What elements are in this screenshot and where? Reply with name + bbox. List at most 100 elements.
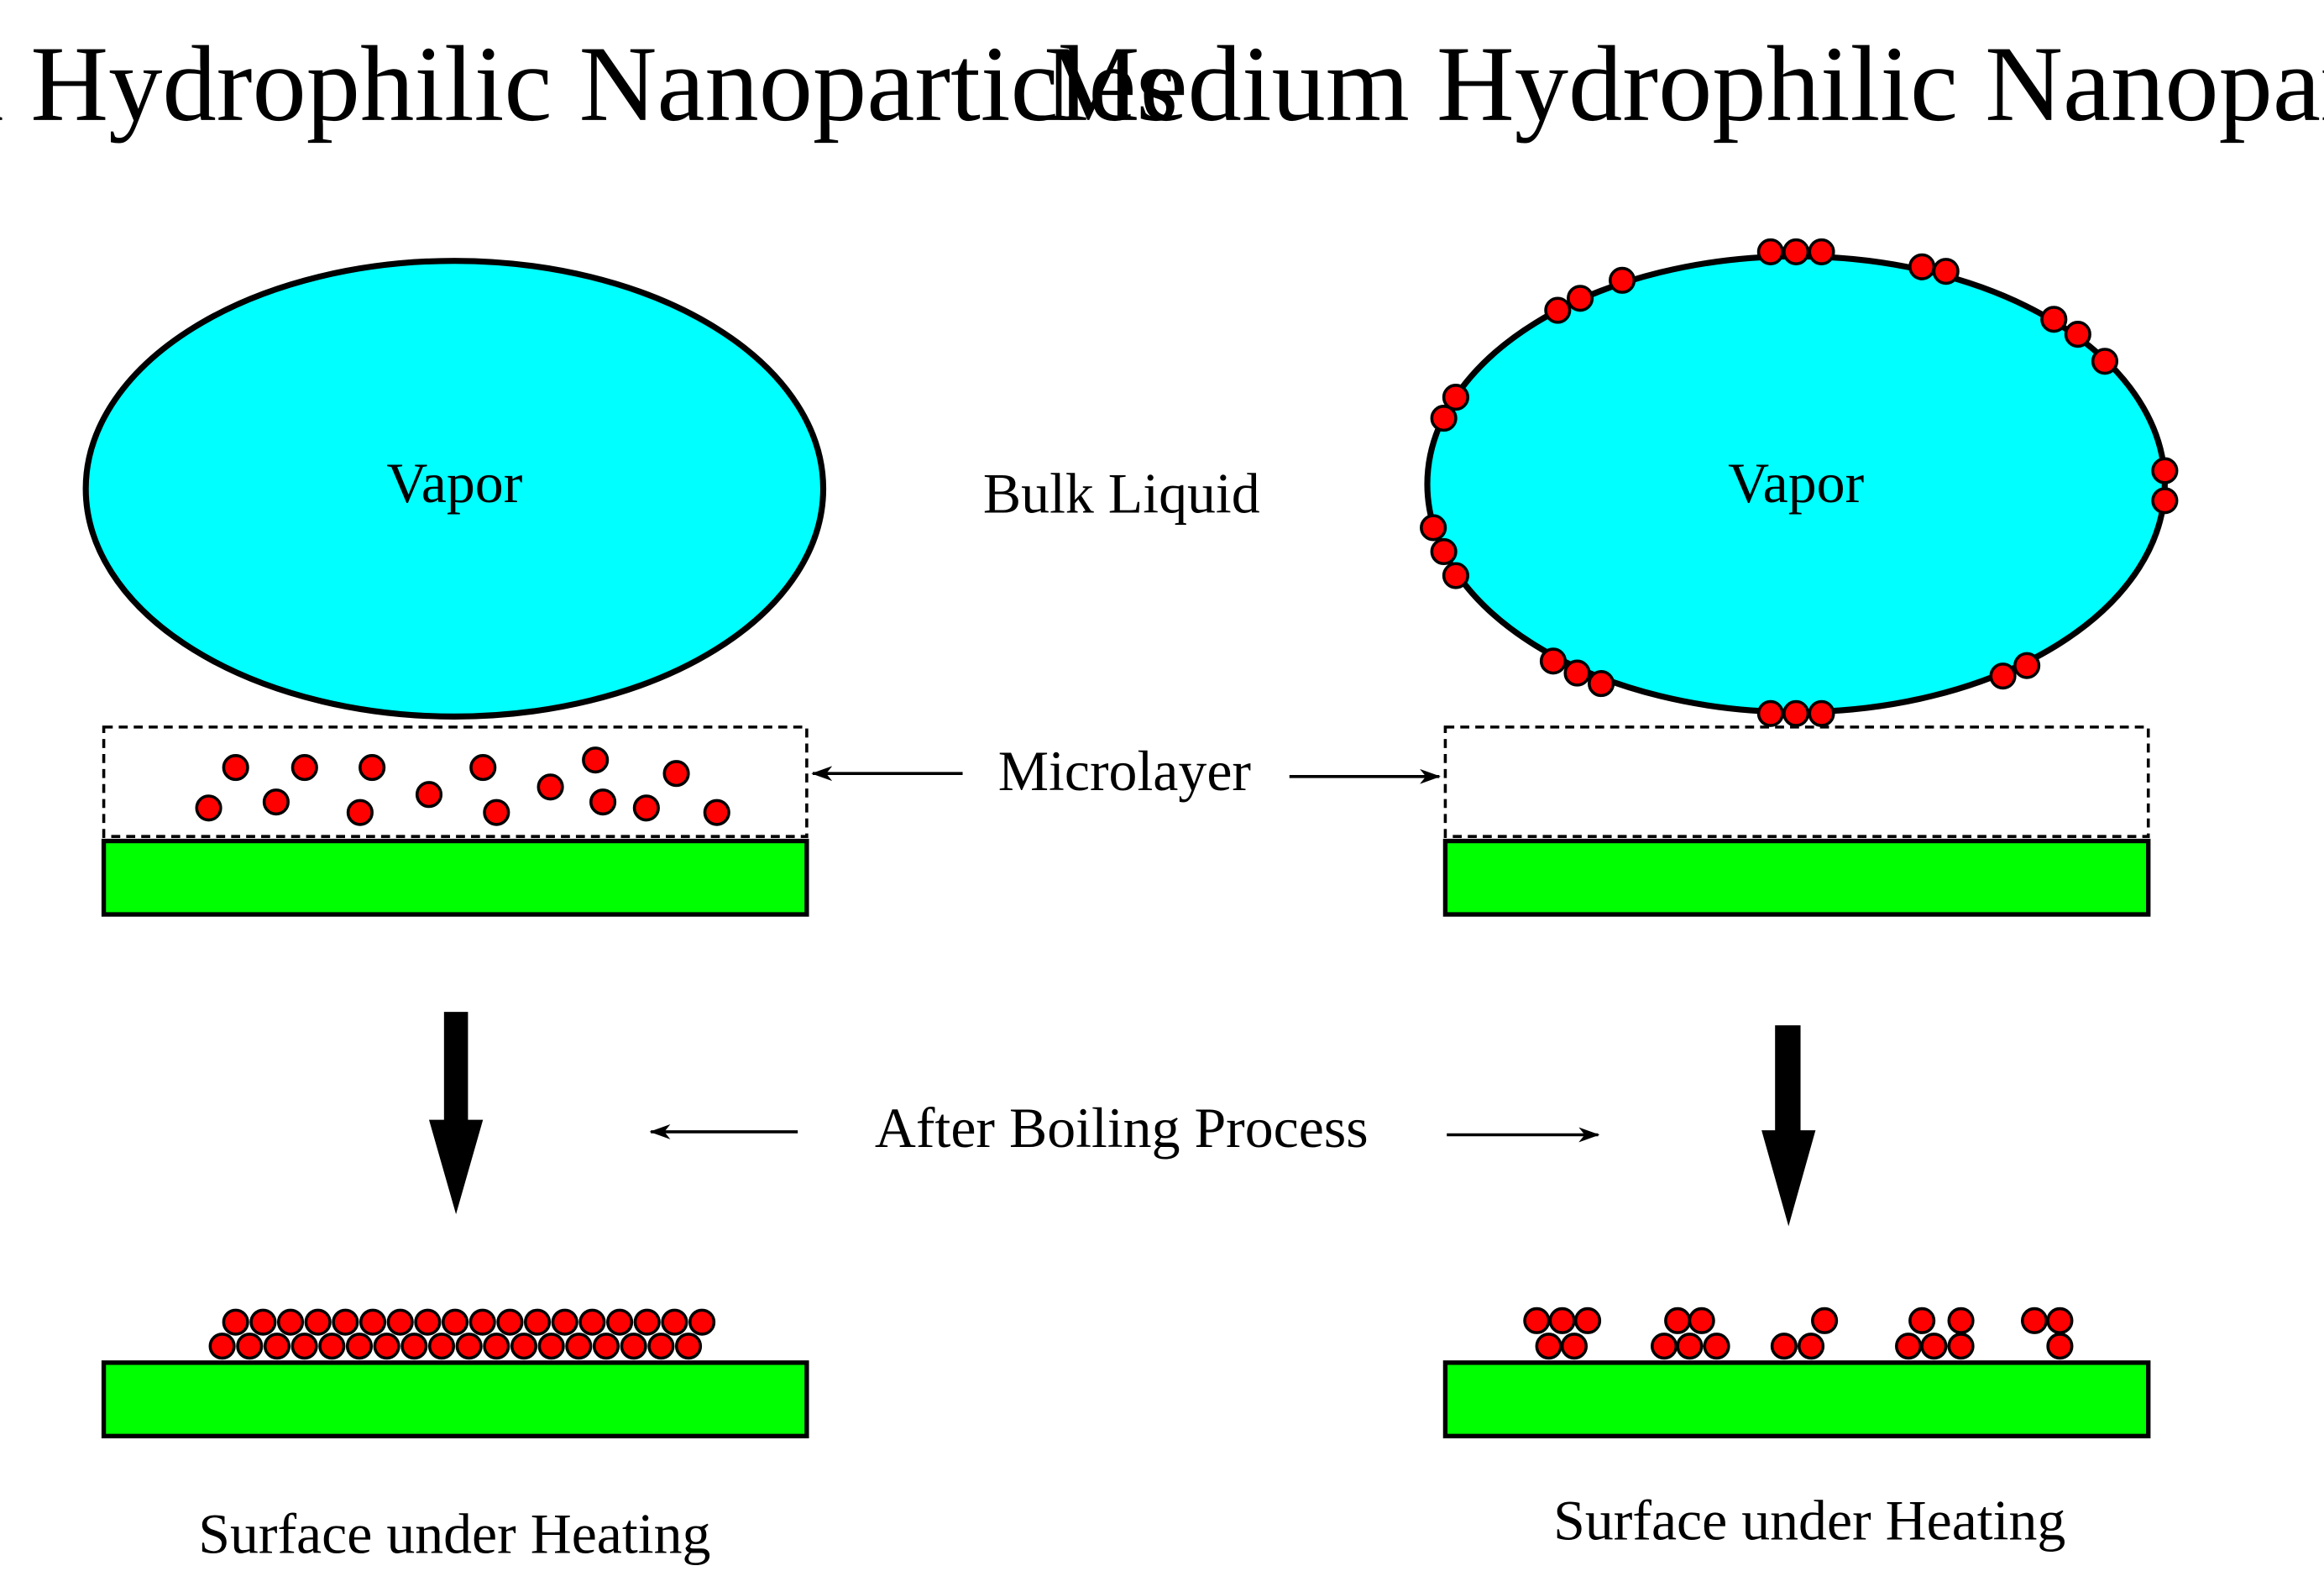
left-deposited-nanoparticle xyxy=(332,1308,359,1336)
bubble-interface-nanoparticle xyxy=(1420,514,1447,542)
left-deposited-nanoparticle xyxy=(633,1308,661,1336)
right-deposited-nanoparticle xyxy=(1560,1333,1589,1360)
left-deposited-nanoparticle xyxy=(647,1333,675,1360)
right-deposited-nanoparticle xyxy=(1535,1333,1562,1360)
left-deposited-nanoparticle xyxy=(483,1333,510,1360)
left-deposited-nanoparticle xyxy=(386,1308,414,1336)
right-microlayer-box xyxy=(1443,725,2150,838)
bubble-interface-nanoparticle xyxy=(1430,537,1458,566)
right-panel-title: Medium Hydrophilic Nanoparticles xyxy=(1044,24,2324,144)
left-microlayer-nanoparticle xyxy=(415,781,443,809)
right-vapor-label: Vapor xyxy=(1728,452,1864,515)
left-microlayer-nanoparticle xyxy=(469,754,497,782)
left-deposited-nanoparticle xyxy=(674,1333,703,1360)
bubble-interface-nanoparticle xyxy=(2091,348,2119,375)
right-deposited-nanoparticle xyxy=(1811,1307,1839,1334)
bubble-interface-nanoparticle xyxy=(1808,238,1835,265)
left-deposited-nanoparticle xyxy=(606,1308,634,1336)
left-deposited-nanoparticle xyxy=(400,1333,428,1360)
bubble-interface-nanoparticle xyxy=(1442,384,1469,411)
bubble-interface-nanoparticle xyxy=(1544,296,1572,324)
bubble-interface-nanoparticle xyxy=(1430,405,1458,432)
left-lower-surface xyxy=(101,1360,809,1439)
left-deposited-nanoparticle xyxy=(249,1308,277,1336)
bubble-interface-nanoparticle xyxy=(1782,699,1810,727)
right-lower-surface xyxy=(1442,1360,2151,1439)
left-deposited-nanoparticle xyxy=(523,1308,552,1336)
left-deposited-nanoparticle xyxy=(496,1308,524,1336)
left-deposited-nanoparticle xyxy=(455,1333,483,1360)
bubble-interface-nanoparticle xyxy=(1808,699,1835,727)
left-vapor-label: Vapor xyxy=(386,452,522,515)
left-deposited-nanoparticle xyxy=(222,1308,249,1336)
bubble-interface-nanoparticle xyxy=(1756,238,1784,265)
left-deposited-nanoparticle xyxy=(620,1333,647,1360)
right-deposited-nanoparticle xyxy=(1895,1333,1923,1360)
left-microlayer-nanoparticle xyxy=(582,746,610,774)
bulk-liquid-label: Bulk Liquid xyxy=(983,463,1260,526)
bubble-interface-nanoparticle xyxy=(2013,652,2041,679)
right-deposited-nanoparticle xyxy=(1676,1333,1704,1360)
left-deposited-nanoparticle xyxy=(565,1333,593,1360)
right-surface-caption: Surface under Heating xyxy=(1553,1490,2065,1553)
bubble-interface-nanoparticle xyxy=(2151,487,2179,515)
right-deposited-nanoparticle xyxy=(1797,1333,1825,1360)
bubble-interface-nanoparticle xyxy=(1588,670,1615,698)
left-microlayer-nanoparticle xyxy=(346,799,374,826)
right-deposited-nanoparticle xyxy=(1703,1333,1730,1360)
right-deposited-nanoparticle xyxy=(1908,1307,1936,1334)
left-deposited-nanoparticle xyxy=(688,1308,716,1336)
left-deposited-nanoparticle xyxy=(373,1333,400,1360)
left-microlayer-nanoparticle xyxy=(537,773,564,801)
right-deposited-nanoparticle xyxy=(1947,1333,1975,1360)
bubble-interface-nanoparticle xyxy=(1932,258,1960,285)
after-boiling-label: After Boiling Process xyxy=(875,1097,1369,1160)
left-deposited-nanoparticle xyxy=(263,1333,291,1360)
bubble-interface-nanoparticle xyxy=(1563,659,1591,687)
left-microlayer-nanoparticle xyxy=(359,754,386,782)
right-deposited-nanoparticle xyxy=(1523,1307,1551,1334)
right-deposited-nanoparticle xyxy=(2020,1307,2049,1334)
right-deposited-nanoparticle xyxy=(1664,1307,1692,1334)
left-deposited-nanoparticle xyxy=(427,1333,456,1360)
bubble-interface-nanoparticle xyxy=(1756,699,1784,727)
right-deposited-nanoparticle xyxy=(1548,1307,1576,1334)
bubble-interface-nanoparticle xyxy=(1442,562,1469,589)
right-deposited-nanoparticle xyxy=(1688,1307,1715,1334)
bubble-interface-nanoparticle xyxy=(2151,457,2179,484)
nanoparticles-group xyxy=(195,238,2179,1360)
left-microlayer-nanoparticle xyxy=(290,754,318,782)
left-deposited-nanoparticle xyxy=(414,1308,442,1336)
bubble-interface-nanoparticle xyxy=(1782,238,1810,265)
left-deposited-nanoparticle xyxy=(578,1308,606,1336)
left-deposited-nanoparticle xyxy=(304,1308,332,1336)
left-deposited-nanoparticle xyxy=(276,1308,305,1336)
right-deposited-nanoparticle xyxy=(1651,1333,1678,1360)
left-microlayer-box xyxy=(102,725,809,838)
bubble-interface-nanoparticle xyxy=(2064,321,2091,348)
left-deposited-nanoparticle xyxy=(208,1333,236,1360)
left-deposited-nanoparticle xyxy=(661,1308,688,1336)
right-deposited-nanoparticle xyxy=(1573,1307,1602,1334)
left-microlayer-nanoparticle xyxy=(262,788,290,816)
bubble-interface-nanoparticle xyxy=(1989,662,2017,690)
right-deposited-nanoparticle xyxy=(1770,1333,1798,1360)
left-deposited-nanoparticle xyxy=(441,1308,469,1336)
microlayer-label: Microlayer xyxy=(998,740,1251,803)
left-deposited-nanoparticle xyxy=(551,1308,578,1336)
left-deposited-nanoparticle xyxy=(537,1333,565,1360)
left-deposited-nanoparticle xyxy=(592,1333,620,1360)
left-microlayer-nanoparticle xyxy=(662,760,690,788)
right-deposited-nanoparticle xyxy=(2046,1307,2074,1334)
right-deposited-nanoparticle xyxy=(1947,1307,1975,1334)
left-vapor-bubble xyxy=(82,258,827,720)
left-microlayer-nanoparticle xyxy=(222,754,249,782)
right-process-arrow xyxy=(1761,1025,1816,1227)
left-deposited-nanoparticle xyxy=(468,1308,496,1336)
bubble-interface-nanoparticle xyxy=(1908,253,1936,280)
left-upper-surface xyxy=(101,838,809,917)
left-deposited-nanoparticle xyxy=(318,1333,346,1360)
bubble-interface-nanoparticle xyxy=(1609,266,1636,294)
left-surface-caption: Surface under Heating xyxy=(198,1503,710,1566)
